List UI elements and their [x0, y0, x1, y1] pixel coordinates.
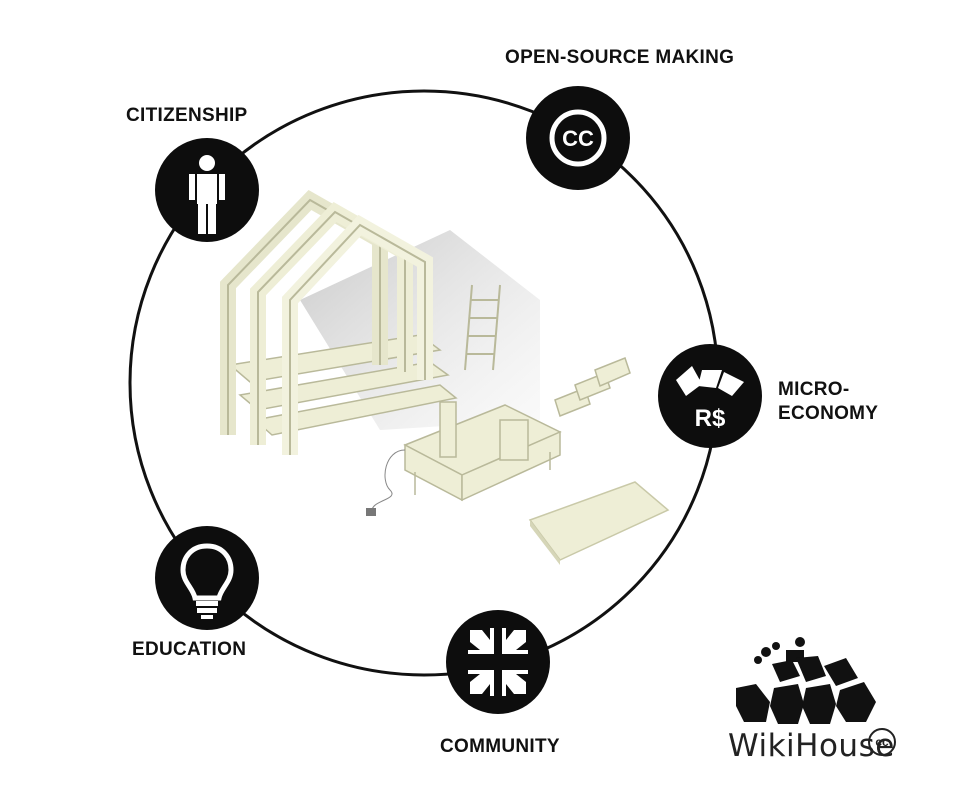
timber-blocks	[554, 357, 631, 417]
micro-economy-label: MICRO- ECONOMY	[778, 378, 878, 426]
lightbulb-icon	[180, 543, 234, 619]
creative-commons-icon: CC	[549, 109, 607, 167]
house-frames	[220, 189, 433, 455]
svg-text:CC: CC	[562, 126, 594, 151]
svg-text:R$: R$	[695, 405, 726, 432]
converging-arrows-icon	[468, 628, 528, 696]
wikihouse-logo-icon	[736, 637, 876, 724]
wikihouse-wordmark: WikiHouse	[728, 728, 895, 764]
community-label: COMMUNITY	[440, 736, 560, 757]
education-node	[155, 526, 259, 630]
citizenship-label: CITIZENSHIP	[126, 105, 248, 126]
open-source-making-node: CC	[526, 86, 630, 190]
micro-economy-label-line2: ECONOMY	[778, 403, 879, 424]
cnc-cable	[371, 449, 406, 513]
cnc-machine	[403, 401, 562, 502]
open-source-making-label: OPEN-SOURCE MAKING	[505, 47, 735, 68]
community-node	[446, 610, 550, 714]
recycle-currency-icon: R$	[676, 366, 744, 432]
citizenship-node	[155, 138, 259, 242]
micro-economy-node: R$	[658, 344, 762, 448]
person-icon	[189, 155, 225, 234]
creative-commons-badge: cc	[868, 728, 896, 756]
micro-economy-label-line1: MICRO-	[778, 379, 850, 400]
education-label: EDUCATION	[132, 639, 247, 660]
cnc-plug	[366, 508, 376, 516]
ladder	[464, 284, 501, 371]
